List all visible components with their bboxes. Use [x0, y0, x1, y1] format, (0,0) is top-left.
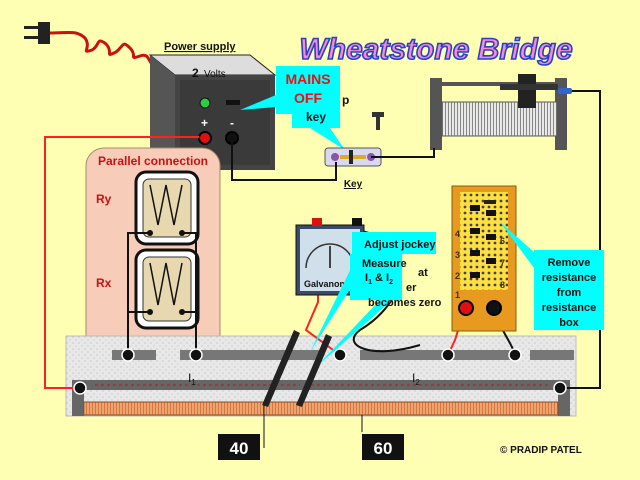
terminal-gap-2b	[508, 348, 522, 362]
i2-label: I2	[412, 371, 420, 387]
svg-text:from: from	[557, 287, 582, 299]
resistor-rx	[134, 248, 200, 330]
svg-text:6: 6	[500, 236, 505, 246]
red-wire-left	[44, 136, 199, 389]
terminal-gap-1b	[189, 348, 203, 362]
page-title: Wheatstone Bridge	[299, 33, 572, 66]
svg-text:8: 8	[500, 280, 505, 290]
hidden-er-text: er	[406, 282, 417, 294]
parallel-connection-label: Parallel connection	[98, 154, 208, 168]
svg-text:resistance: resistance	[542, 272, 596, 284]
hidden-at-text: at	[418, 267, 428, 279]
key-callout-text: key	[306, 110, 326, 124]
ry-label: Ry	[96, 192, 112, 206]
rheostat	[430, 74, 572, 150]
wire-key-to-rheostat	[371, 148, 435, 158]
adjust-jockey-callout	[310, 232, 436, 368]
key-label: Key	[344, 179, 363, 190]
wire-ry-to-rx	[182, 232, 197, 313]
svg-text:1: 1	[455, 290, 460, 300]
svg-text:4: 4	[455, 229, 460, 239]
resistance-box-numbers: 4 3 2 1 6 7 8	[455, 229, 505, 300]
mains-off-line1: MAINS	[285, 71, 330, 87]
box-terminal-red	[458, 300, 474, 316]
box-terminal-black	[486, 300, 502, 316]
wire-supply-to-key	[231, 137, 337, 181]
scale-right-value: 60	[374, 439, 393, 458]
power-plug-icon	[24, 22, 50, 44]
svg-text:Remove: Remove	[548, 257, 591, 269]
rx-label: Rx	[96, 276, 112, 290]
scale-left-badge	[218, 434, 260, 460]
terminal-right	[553, 381, 567, 395]
measure-currents-text: I1 & I2	[365, 272, 393, 286]
svg-text:resistance: resistance	[542, 302, 596, 314]
jockey-icon	[262, 330, 332, 407]
wire-rheostat-to-bridge	[562, 90, 601, 389]
remove-resistance-text: Remove resistance from resistance box	[542, 257, 596, 329]
terminal-gap-2a	[441, 348, 455, 362]
remove-resistance-callout	[500, 222, 604, 330]
measure-text: Measure	[362, 258, 407, 270]
i1-label: I1	[188, 371, 196, 387]
svg-text:box: box	[559, 317, 579, 329]
galvanometer-label: Galvanometer	[304, 279, 365, 289]
resistance-box	[451, 185, 517, 332]
power-supply-unit: Volts	[204, 69, 226, 80]
copyright-text: © PRADIP PATEL	[500, 445, 582, 456]
terminal-mid	[333, 348, 347, 362]
mains-off-line2: OFF	[294, 90, 322, 106]
key-plug-icon	[372, 112, 384, 130]
becomes-zero-text: becomes zero	[368, 297, 442, 309]
adjust-jockey-text: Adjust jockey	[364, 239, 436, 251]
scale-left-value: 40	[230, 439, 249, 458]
wire-ry-to-bridge-top	[127, 232, 150, 354]
power-cord	[49, 30, 157, 70]
power-indicator-light	[199, 97, 211, 109]
svg-text:2: 2	[455, 271, 460, 281]
resistor-ry	[134, 170, 200, 246]
minus-label: -	[230, 116, 234, 130]
power-supply-voltage: 2	[192, 66, 199, 80]
terminal-gap-1a	[121, 348, 135, 362]
key-partial-text: p	[342, 93, 349, 107]
svg-text:3: 3	[455, 250, 460, 260]
positive-terminal	[198, 131, 212, 145]
svg-text:7: 7	[500, 258, 505, 268]
key-callout	[292, 104, 345, 150]
power-supply-label: Power supply	[164, 41, 236, 53]
plus-label: +	[201, 116, 208, 130]
terminal-left	[73, 381, 87, 395]
scale-right-badge	[362, 434, 404, 460]
